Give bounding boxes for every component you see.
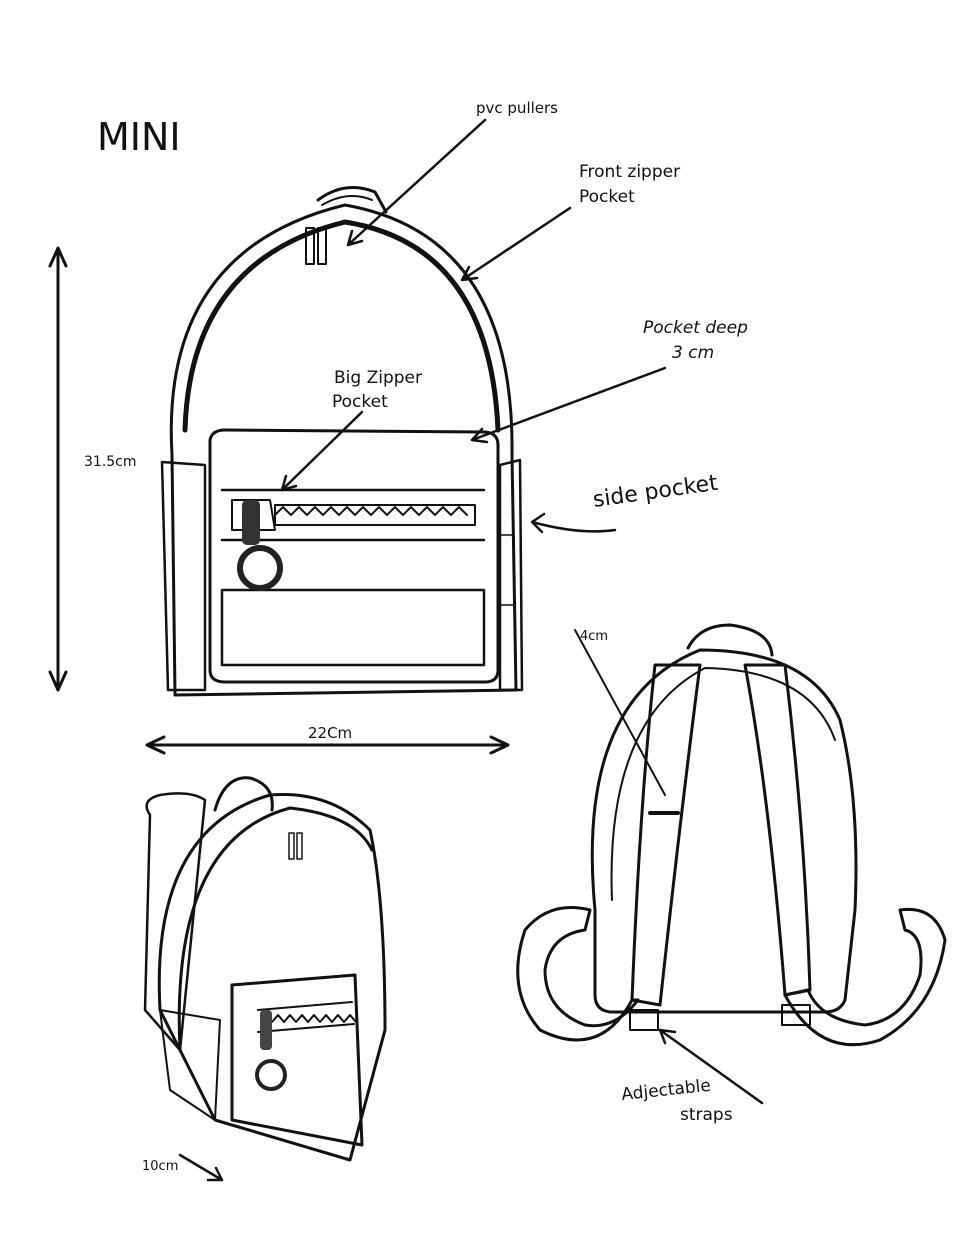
adjustable-strap-right xyxy=(783,907,947,1047)
title-mini: MINI xyxy=(97,115,181,159)
top-handle xyxy=(213,776,274,812)
label-width: 22Cm xyxy=(308,724,352,742)
label-adjustable-straps-2: straps xyxy=(680,1105,733,1125)
side-pocket-left xyxy=(160,460,207,692)
zipper-teeth xyxy=(271,1014,357,1023)
top-handle xyxy=(316,186,388,214)
zipper-ring xyxy=(255,1059,287,1091)
label-big-zipper-pocket-2: Pocket xyxy=(332,392,388,412)
backpack-body xyxy=(169,203,518,697)
label-depth: 10cm xyxy=(142,1159,178,1174)
backpack-body xyxy=(157,792,387,1162)
backpack-body xyxy=(590,648,858,1014)
arrow-pocket-deep xyxy=(470,366,667,444)
shoulder-strap-right xyxy=(743,663,812,997)
front-view-backpack xyxy=(160,186,524,697)
height-dimension-arrow xyxy=(48,246,68,692)
arrow-side-pocket xyxy=(530,512,617,534)
arrow-front-zipper-pocket xyxy=(460,206,572,282)
shoulder-strap xyxy=(143,792,207,1052)
zipper-puller xyxy=(260,1010,272,1050)
perspective-view-backpack xyxy=(143,776,387,1162)
zipper-puller xyxy=(242,500,260,545)
top-handle xyxy=(686,623,774,657)
label-front-zipper-pocket: Front zipper xyxy=(579,162,680,182)
back-view-backpack xyxy=(516,623,947,1047)
label-strap-width: 4cm xyxy=(580,629,608,644)
side-pocket-right xyxy=(498,458,524,692)
zipper-slider xyxy=(231,499,276,531)
width-dimension-arrow xyxy=(145,735,510,755)
pvc-puller-icon xyxy=(317,227,327,265)
label-adjustable-straps: Adjectable xyxy=(620,1076,711,1105)
strap-buckle-left xyxy=(629,1009,659,1031)
arrow-adjustable-straps xyxy=(658,1028,764,1105)
pvc-puller-icon xyxy=(305,227,315,265)
depth-arrow xyxy=(178,1153,224,1182)
big-zipper-teeth xyxy=(274,504,476,526)
label-big-zipper-pocket: Big Zipper xyxy=(334,368,422,388)
front-pocket xyxy=(230,973,364,1147)
main-zipper-line xyxy=(182,219,501,433)
adjustable-strap-left xyxy=(516,906,640,1042)
label-pvc-pullers: pvc pullers xyxy=(476,99,558,117)
big-zipper-pocket xyxy=(208,428,500,684)
strap-buckle-right xyxy=(781,1004,811,1026)
label-front-zipper-pocket-2: Pocket xyxy=(579,187,635,207)
arrow-pvc-pullers xyxy=(346,118,487,247)
side-pocket xyxy=(159,1009,221,1121)
label-side-pocket: side pocket xyxy=(591,471,719,513)
zipper-ring xyxy=(237,545,283,591)
label-pocket-deep: Pocket deep xyxy=(643,318,748,338)
label-pocket-deep-2: 3 cm xyxy=(672,343,714,363)
strap-width-pointer xyxy=(574,629,666,796)
arrow-big-zipper-pocket xyxy=(280,410,364,492)
label-height: 31.5cm xyxy=(84,454,137,470)
shoulder-strap-left xyxy=(630,663,702,1007)
